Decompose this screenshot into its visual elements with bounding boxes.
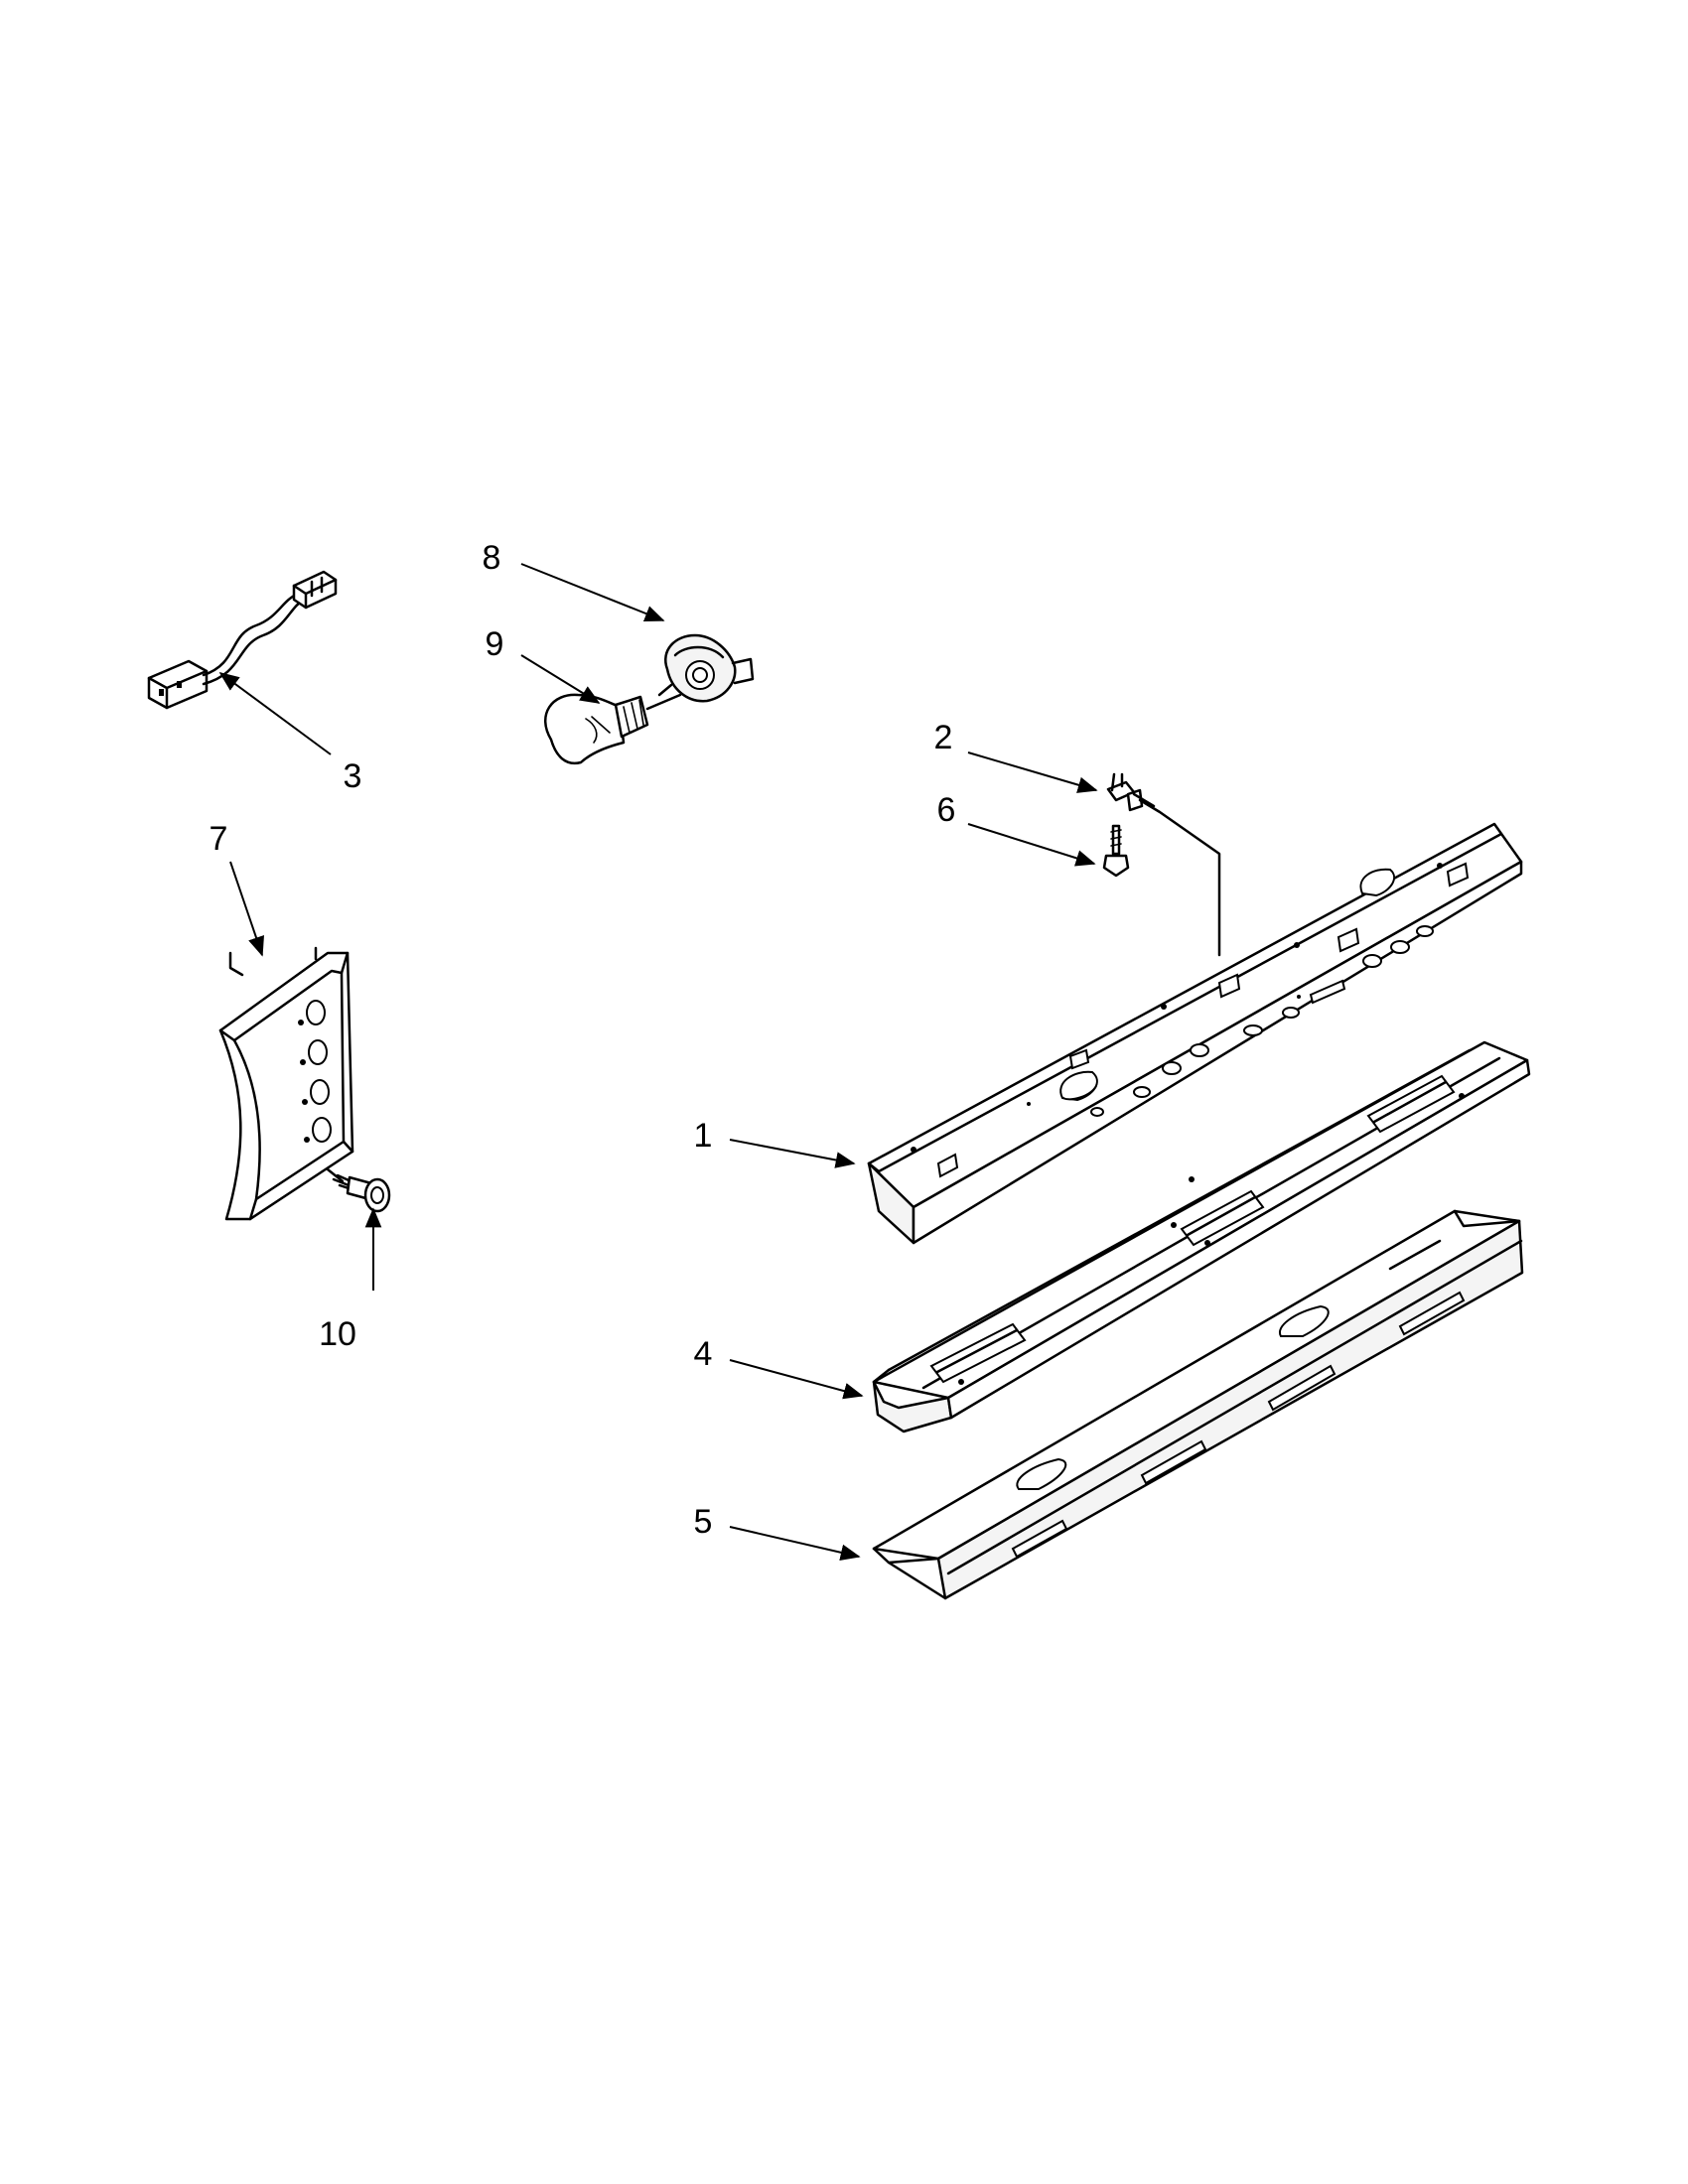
- lower-channel-part: [872, 1209, 1524, 1600]
- callout-1: 1: [694, 1117, 713, 1155]
- callout-7: 7: [210, 820, 228, 858]
- light-bulb-part: [544, 693, 682, 765]
- screw-6-part: [1102, 824, 1130, 878]
- ground-clip-part: [1106, 772, 1221, 957]
- callout-8: 8: [483, 539, 501, 577]
- callout-9: 9: [486, 625, 504, 663]
- leader-arrows: [218, 563, 1098, 1561]
- callout-3: 3: [344, 757, 362, 795]
- callout-10: 10: [319, 1315, 356, 1353]
- middle-channel-part: [872, 1040, 1531, 1433]
- callout-4: 4: [694, 1335, 713, 1373]
- upper-rail-part: [867, 822, 1523, 1245]
- control-panel-bezel-part: [218, 946, 354, 1221]
- callout-5: 5: [694, 1503, 713, 1541]
- lamp-socket-part: [657, 633, 755, 703]
- callout-6: 6: [937, 791, 956, 829]
- callout-2: 2: [934, 719, 953, 756]
- wire-harness-part: [147, 570, 338, 710]
